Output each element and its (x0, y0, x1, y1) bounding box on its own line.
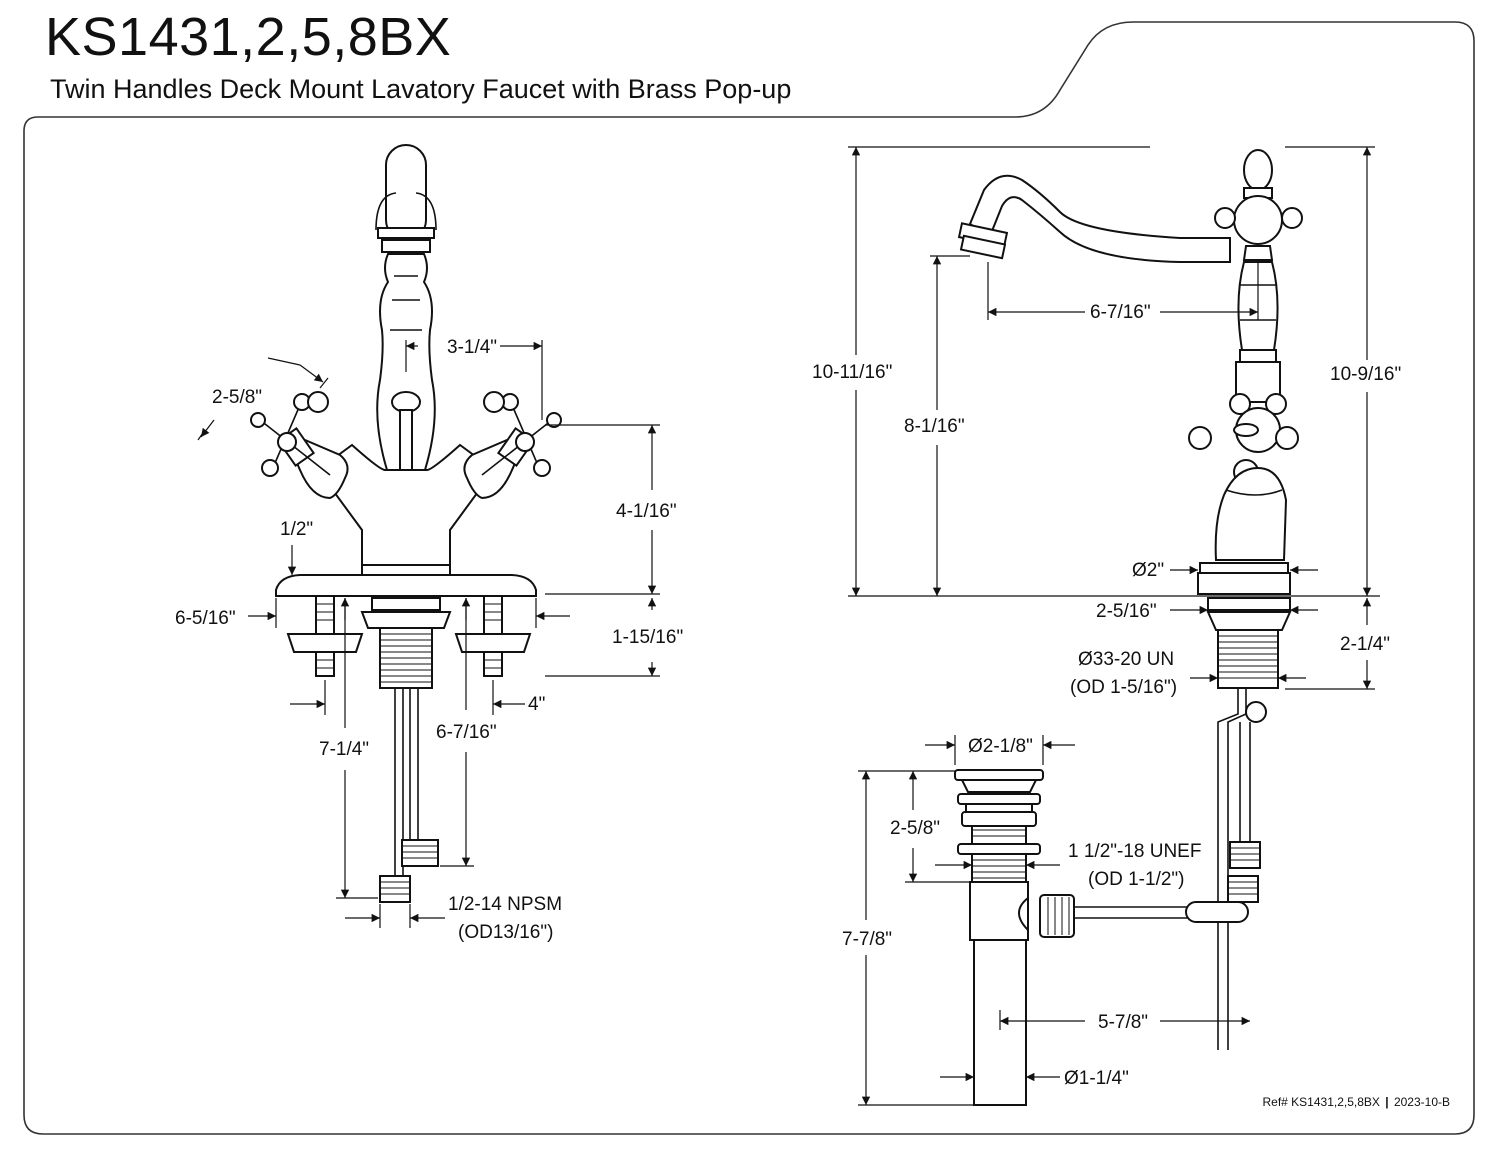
flange-height-label: 2-5/8" (890, 818, 940, 839)
drain-thread-label: 1 1/2"-18 UNEF (1068, 841, 1201, 862)
reference-separator: | (1385, 1095, 1389, 1109)
side-view-faucet (957, 149, 1303, 1050)
supply-length-short-label: 6-7/16" (436, 722, 497, 743)
drain-length-label: 7-7/8" (842, 929, 892, 950)
shank-thread-od-label: (OD 1-5/16") (1070, 677, 1177, 698)
drain-thread-od-label: (OD 1-1/2") (1088, 869, 1184, 890)
overall-height-label: 10-11/16" (812, 362, 892, 383)
height-above-deck-label: 4-1/16" (616, 501, 677, 522)
shank-length-label: 1-15/16" (612, 627, 683, 648)
rod-offset-label: 5-7/8" (1098, 1012, 1148, 1033)
front-view-faucet (250, 144, 562, 903)
center-spacing-label: 4" (528, 694, 545, 715)
page-frame (23, 21, 1475, 1135)
shank-thread-label: Ø33-20 UN (1078, 649, 1174, 670)
spout-height-label: 8-1/16" (904, 416, 965, 437)
flange-diameter-label: Ø2-1/8" (968, 736, 1033, 757)
drain-dimensions (858, 735, 1250, 1106)
supply-thread-od-label: (OD13/16") (458, 922, 553, 943)
base-diameter-label: Ø2" (1132, 560, 1164, 581)
deck-max-label: 1/2" (280, 519, 313, 540)
spread-label: 3-1/4" (447, 337, 497, 358)
model-number-title: KS1431,2,5,8BX (45, 7, 452, 67)
spout-reach-label: 6-7/16" (1090, 302, 1151, 323)
front-view-dimensions (197, 340, 660, 928)
pop-up-drain (954, 769, 1249, 1106)
tailpiece-diameter-label: Ø1-1/4" (1064, 1068, 1129, 1089)
side-view-dimensions (848, 146, 1380, 690)
supply-length-long-label: 7-1/4" (319, 739, 369, 760)
handle-height-label: 10-9/16" (1330, 364, 1401, 385)
product-description: Twin Handles Deck Mount Lavatory Faucet … (50, 74, 792, 104)
revision-code: 2023-10-B (1393, 1095, 1450, 1109)
base-plate-width-label: 6-5/16" (175, 608, 236, 629)
shank-width-label: 2-5/16" (1096, 601, 1157, 622)
reference-footer: Ref# KS1431,2,5,8BX | 2023-10-B (1262, 1096, 1450, 1108)
supply-thread-label: 1/2-14 NPSM (448, 894, 562, 915)
handle-span-label: 2-5/8" (212, 387, 262, 408)
side-shank-length-label: 2-1/4" (1340, 634, 1390, 655)
reference-number: Ref# KS1431,2,5,8BX (1262, 1095, 1380, 1109)
dimension-labels: 3-1/4" 2-5/8" 4-1/16" 1/2" 6-5/16" 1-15/… (175, 302, 1401, 1089)
